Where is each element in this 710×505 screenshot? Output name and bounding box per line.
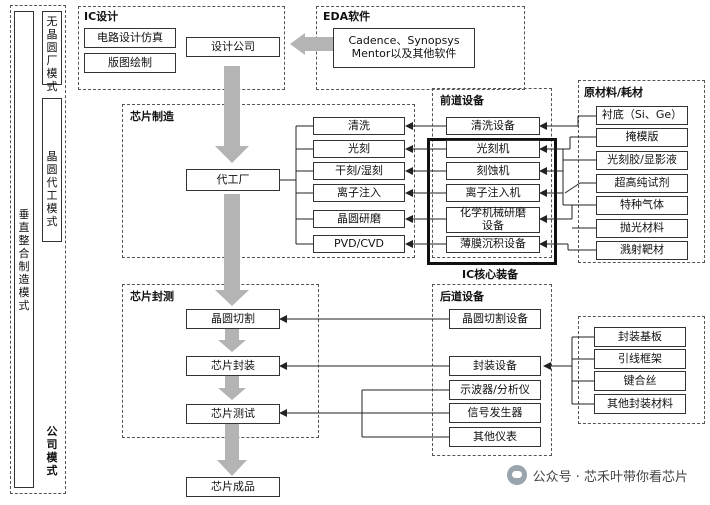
step-cleaning: 清洗	[313, 117, 405, 135]
layout-box: 版图绘制	[84, 53, 176, 73]
step-wafer-grinding: 晶圆研磨	[313, 210, 405, 228]
material-photoresist: 光刻胶/显影液	[596, 151, 688, 170]
chip-package-box: 芯片封装	[186, 356, 280, 376]
manufacturing-group	[122, 104, 415, 258]
gray-arrow-test-to-final	[217, 424, 247, 476]
watermark: 公众号 · 芯禾叶带你看芯片	[506, 465, 688, 485]
pkg-material-bond-wire: 键合丝	[594, 371, 686, 391]
left-mode-frame	[10, 5, 66, 494]
packaging-group	[122, 284, 319, 438]
front-equipment-title: 前道设备	[440, 94, 484, 107]
wafer-dicing-box: 晶圆切割	[186, 309, 280, 329]
equip-cleaning: 清洗设备	[446, 117, 540, 135]
fabless-frame	[42, 11, 62, 85]
material-sputter-target: 溅射靶材	[596, 241, 688, 260]
equip-other-instruments: 其他仪表	[449, 427, 541, 447]
equip-packaging: 封装设备	[449, 356, 541, 376]
packaging-title: 芯片封测	[130, 290, 174, 303]
material-photomask: 掩模版	[596, 128, 688, 147]
watermark-text: 公众号 · 芯禾叶带你看芯片	[532, 469, 688, 485]
equip-lithography: 光刻机	[446, 140, 540, 158]
vertical-integration-label: 垂直整合制造模式	[18, 208, 30, 312]
materials-group	[578, 80, 705, 263]
material-substrate: 衬底（Si、Ge）	[596, 106, 688, 125]
circuit-sim-box: 电路设计仿真	[84, 28, 176, 48]
equip-deposition: 薄膜沉积设备	[446, 236, 540, 253]
ic-core-equipment-frame	[427, 138, 557, 265]
equip-cmp: 化学机械研磨设备	[446, 207, 540, 233]
company-mode-label: 公司模式	[46, 425, 58, 477]
equip-signal-generator: 信号发生器	[449, 403, 541, 423]
foundry-box: 代工厂	[186, 169, 280, 191]
package-materials-group	[578, 316, 705, 424]
back-equipment-title: 后道设备	[440, 290, 484, 303]
step-lithography: 光刻	[313, 140, 405, 158]
equip-oscilloscope: 示波器/分析仪	[449, 380, 541, 400]
vertical-integration-frame	[14, 11, 34, 488]
equip-etcher: 刻蚀机	[446, 162, 540, 180]
wechat-icon	[506, 465, 527, 485]
material-polishing: 抛光材料	[596, 219, 688, 238]
gray-arrow-package-to-test	[218, 376, 246, 400]
foundry-label: 晶圆代工模式	[46, 150, 58, 228]
step-ion-implant: 离子注入	[313, 184, 405, 202]
final-chip-box: 芯片成品	[186, 477, 280, 497]
ic-design-title: IC设计	[84, 10, 119, 23]
eda-title: EDA软件	[323, 10, 371, 23]
back-equipment-group	[432, 284, 552, 456]
equip-ion-implanter: 离子注入机	[446, 184, 540, 202]
pkg-material-substrate: 封装基板	[594, 327, 686, 347]
ic-design-group	[78, 6, 285, 90]
foundry-frame	[42, 98, 62, 242]
equip-wafer-dicing: 晶圆切割设备	[449, 309, 541, 329]
material-reagent: 超高纯试剂	[596, 174, 688, 193]
gray-arrow-eda-to-design	[290, 33, 333, 55]
gray-arrow-dicing-to-package	[218, 329, 246, 352]
material-special-gas: 特种气体	[596, 196, 688, 215]
ic-core-equipment-label: IC核心装备	[462, 268, 519, 281]
gray-arrow-foundry-to-dicing	[215, 194, 249, 306]
design-company-box: 设计公司	[186, 37, 280, 57]
chip-test-box: 芯片测试	[186, 404, 280, 424]
step-pvd-cvd: PVD/CVD	[313, 235, 405, 253]
manufacturing-title: 芯片制造	[130, 110, 174, 123]
fabless-label: 无晶圆厂模式	[46, 15, 58, 93]
gray-arrow-design-to-foundry	[215, 66, 249, 163]
step-etching: 干刻/湿刻	[313, 162, 405, 180]
front-equipment-group	[432, 88, 552, 258]
pkg-material-other: 其他封装材料	[594, 394, 686, 414]
pkg-material-leadframe: 引线框架	[594, 349, 686, 369]
eda-software-box: Cadence、Synopsys Mentor以及其他软件	[333, 28, 475, 68]
materials-title: 原材料/耗材	[584, 86, 644, 99]
